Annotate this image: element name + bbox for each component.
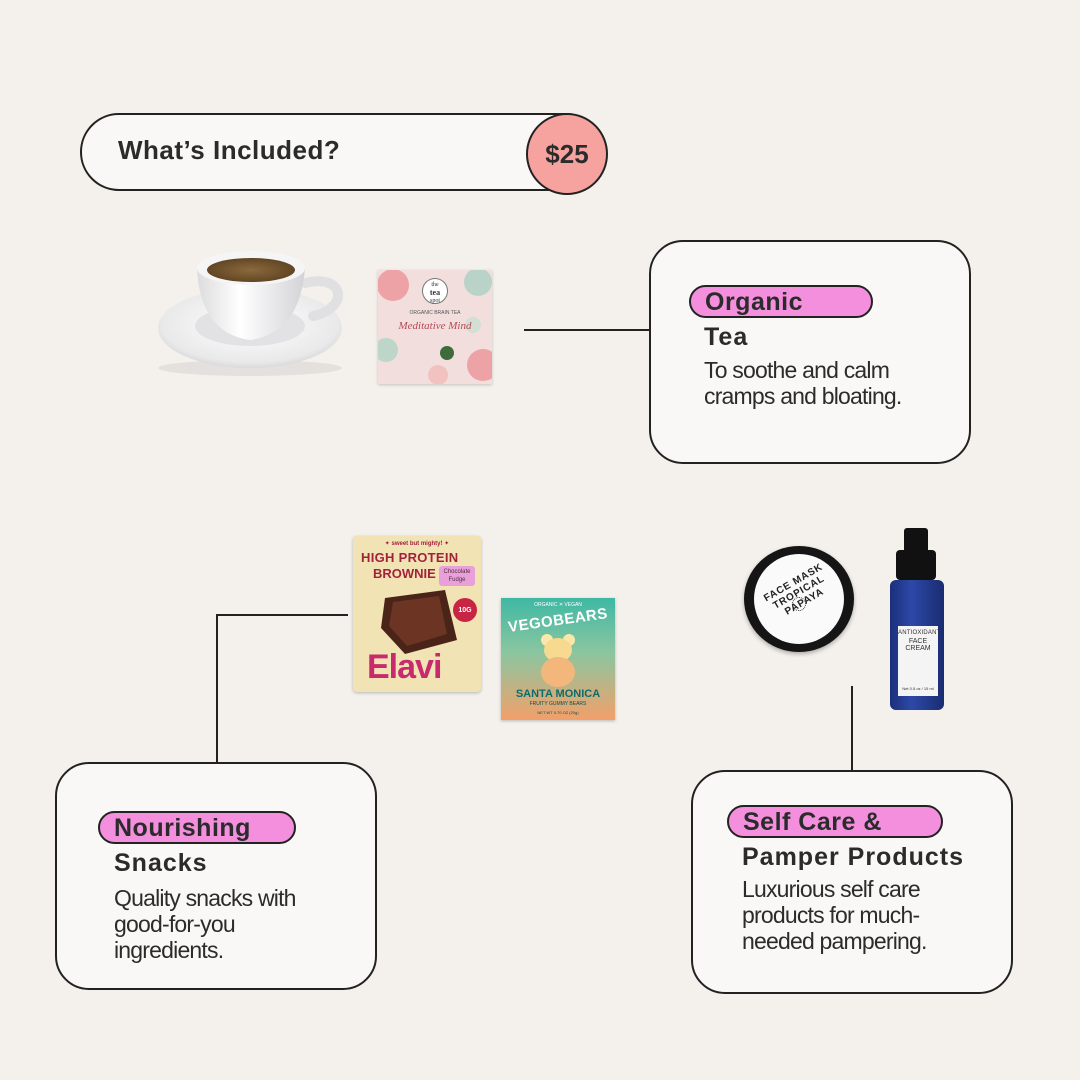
gummies-kind: FRUITY GUMMY BEARS bbox=[529, 701, 587, 707]
page-title: What’s Included? bbox=[118, 135, 341, 165]
header-pill bbox=[80, 113, 604, 191]
face-cream-size: Net 0.5 oz / 15 ml bbox=[902, 686, 934, 691]
gummy-bear-icon bbox=[541, 634, 575, 687]
face-cream-brand: ANTIOXIDANT bbox=[898, 630, 941, 636]
brownie-piece-icon bbox=[381, 590, 457, 654]
floral-pattern bbox=[378, 270, 492, 384]
brownie-tagline: ✦ sweet but mighty! ✦ bbox=[384, 541, 450, 547]
tea-subtitle: Tea bbox=[704, 323, 749, 351]
face-mask-jar-image: FACE MASK TROPICAL PAPAYA bbox=[740, 546, 860, 656]
tea-cup-image bbox=[158, 251, 343, 376]
snacks-subtitle: Snacks bbox=[114, 849, 208, 877]
brownie-line2: BROWNIE bbox=[373, 566, 436, 581]
snacks-card bbox=[55, 762, 377, 990]
tea-packet-image: the tea spot ORGANIC BRAIN TEA Meditativ… bbox=[378, 270, 492, 384]
bottle-label: ANTIOXIDANT FACE CREAM Net 0.5 oz / 15 m… bbox=[898, 626, 941, 696]
tea-card bbox=[649, 240, 971, 464]
tea-name: Meditative Mind bbox=[398, 320, 472, 332]
protein-badge: 10G bbox=[453, 598, 477, 622]
gummy-bears-image: ORGANIC ✕ VEGAN VEGOBEARS SANTA MONICA F… bbox=[501, 598, 615, 720]
brownie-line1: HIGH PROTEIN bbox=[361, 550, 459, 565]
tea-tag: Organic bbox=[689, 285, 873, 318]
face-cream-name: FACE CREAM bbox=[905, 638, 931, 652]
selfcare-tag: Self Care & bbox=[727, 805, 943, 838]
face-cream-bottle-image: ANTIOXIDANT FACE CREAM Net 0.5 oz / 15 m… bbox=[886, 528, 946, 712]
pump-head bbox=[904, 528, 928, 550]
gummies-flavor: SANTA MONICA bbox=[515, 688, 601, 700]
price-badge: $25 bbox=[526, 113, 608, 195]
brownie-flavor-badge: Chocolate Fudge bbox=[439, 566, 475, 586]
selfcare-connector-line bbox=[851, 686, 853, 770]
selfcare-description: Luxurious self care products for much- n… bbox=[742, 876, 927, 954]
gummies-weight: NET WT 0.70 OZ (20g) bbox=[537, 710, 579, 715]
snacks-tag: Nourishing bbox=[98, 811, 296, 844]
pump-collar bbox=[896, 550, 936, 580]
brownie-bar-image: ✦ sweet but mighty! ✦ HIGH PROTEIN BROWN… bbox=[353, 536, 481, 692]
snacks-connector-horizontal bbox=[216, 614, 348, 616]
brownie-brand: Elavi bbox=[367, 648, 442, 686]
tea-brand-logo: the tea spot bbox=[422, 278, 448, 304]
tea-kind: ORGANIC BRAIN TEA bbox=[409, 310, 461, 316]
snacks-connector-vertical bbox=[216, 614, 218, 762]
tea-description: To soothe and calm cramps and bloating. bbox=[704, 357, 902, 409]
jar-center-mark-icon bbox=[792, 597, 806, 611]
tea-connector-line bbox=[524, 329, 650, 331]
snacks-description: Quality snacks with good-for-you ingredi… bbox=[114, 885, 296, 963]
selfcare-subtitle: Pamper Products bbox=[742, 843, 965, 871]
organic-seal-icon bbox=[440, 346, 454, 360]
gummies-top-text: ORGANIC ✕ VEGAN bbox=[534, 602, 582, 608]
